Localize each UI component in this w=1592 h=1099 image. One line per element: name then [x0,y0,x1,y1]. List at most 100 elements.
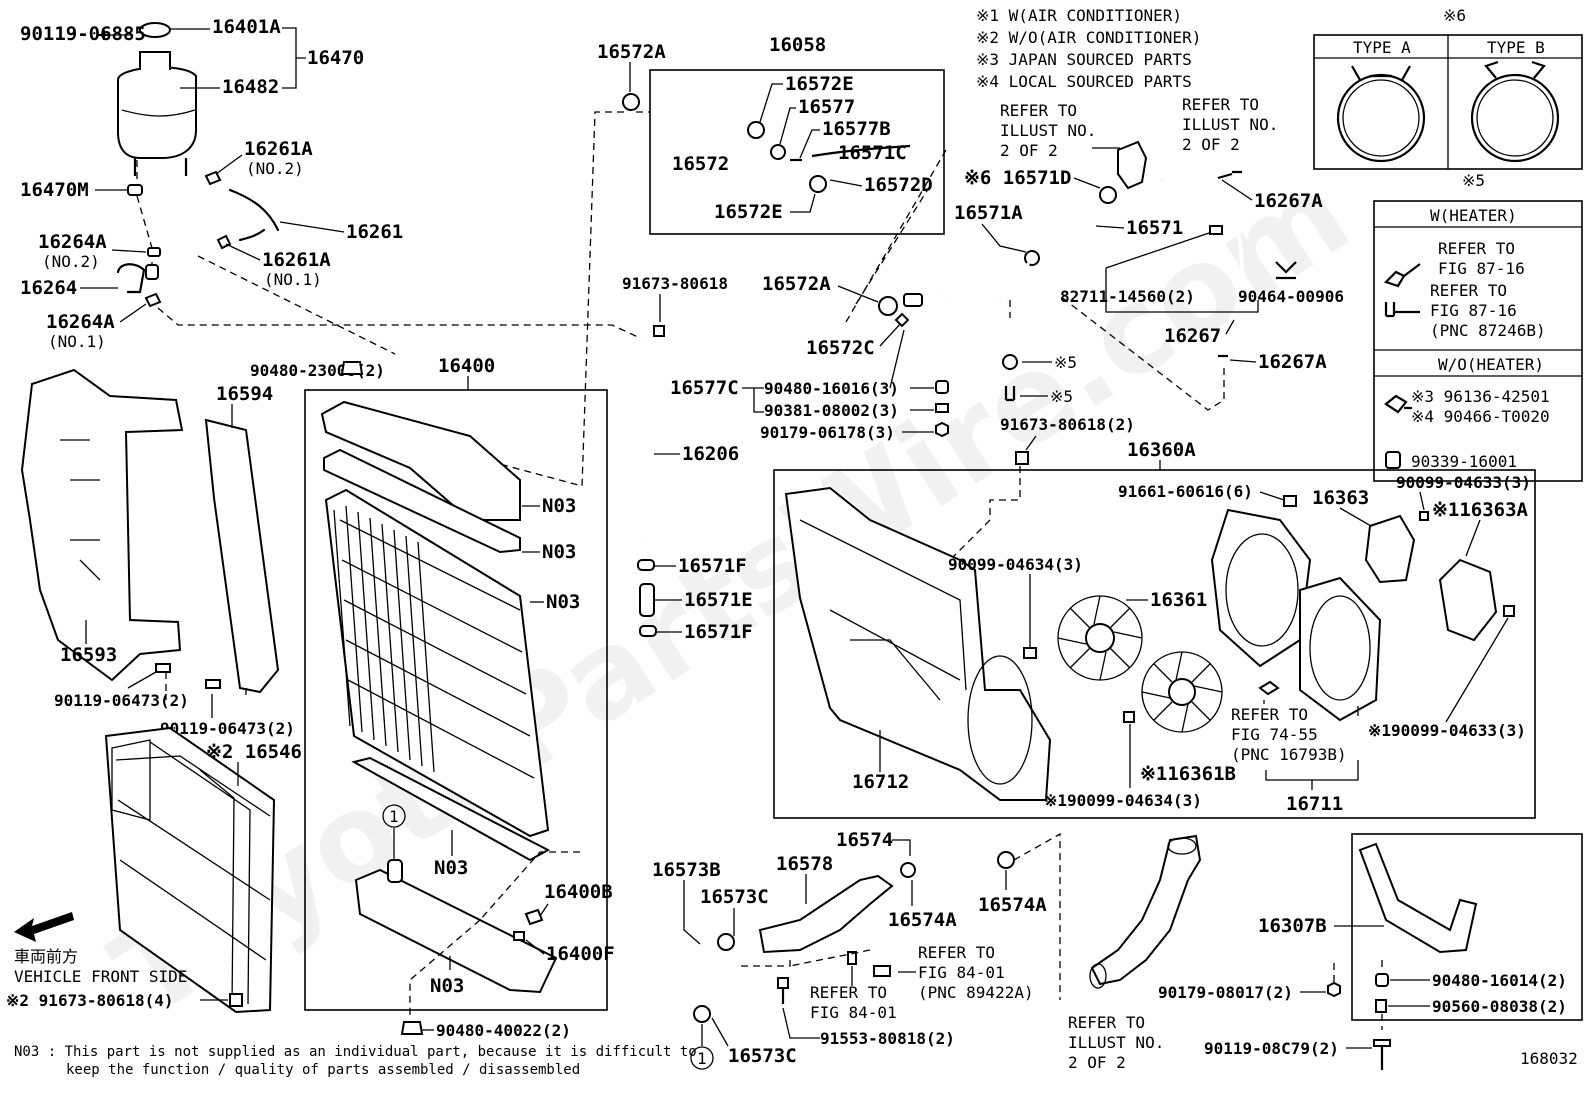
part-90119-06473-b: 90119-06473(2) [160,719,295,738]
w-heater-ref1-l1: REFER TO [1438,239,1515,258]
part-90099-04633-b: ※190099-04633(3) [1368,721,1526,740]
water-pipe-16578-icon [758,874,894,954]
ref-fig7455-l2: FIG 74-55 [1231,725,1318,744]
part-91673-80618-4: ※2 91673-80618(4) [6,991,174,1010]
clamp-type-a-icon [1336,73,1426,163]
reservoir-cap-icon [139,22,171,38]
ref-illust-1-l3: 2 OF 2 [1000,141,1058,160]
part-90464-00906: 90464-00906 [1238,287,1344,306]
vehicle-front-jp: 車両前方 [14,947,78,966]
clamp-type-box: ※6 TYPE A TYPE B [1313,6,1583,170]
part-16572D: 16572D [864,174,933,196]
w-heater-ref2-l3: (PNC 87246B) [1430,321,1546,340]
fan-16361B-icon [1141,651,1223,733]
part-90119-06473-a: 90119-06473(2) [54,691,189,710]
part-16572A-top: 16572A [597,41,666,63]
part-16267: 16267 [1164,325,1221,347]
lower-tank-icon [354,868,558,994]
side-seal-16594-icon [204,418,280,694]
fan-16361-icon [1057,595,1143,681]
type-box-mark: ※6 [1443,6,1466,25]
note-mark-5b: ※5 [1050,387,1073,406]
side-seal-16593-icon [20,368,184,682]
shroud-16711-a-icon [1210,508,1312,668]
heater-box: ※5 W(HEATER) REFER TO FIG 87-16 REFER TO… [1373,171,1583,482]
part-16264A-no1: 16264A [46,311,115,333]
clamp-16572A-top: 16572A [454,41,666,487]
ref-illust-3-l1: REFER TO [1068,1013,1145,1032]
wo-heater-part-2: ※4 90466-T0020 [1411,407,1550,426]
part-16267A-b: 16267A [1258,351,1327,373]
n03-label-a: N03 [542,495,576,517]
circle-ref-1b: 1 [697,1049,707,1068]
part-16571D: ※6 16571D [964,167,1071,189]
part-16261A-no1: 16261A [262,249,331,271]
part-16574A-b: 16574A [978,894,1047,916]
part-16571F-a: 16571F [678,555,747,577]
notes-block: ※1 W(AIR CONDITIONER) ※2 W/O(AIR CONDITI… [976,6,1201,91]
part-90099-04633-a: 90099-04633(3) [1396,473,1531,492]
ref-fig8401b-l2: FIG 84-01 [810,1003,897,1022]
part-16058: 16058 [769,34,826,56]
w-heater-ref2-l1: REFER TO [1430,281,1507,300]
part-16470: 16470 [307,47,364,69]
lower-hoses: 16574 16573B 16578 16573C 16574A 16574A … [652,829,1061,1070]
radiator-grille-16546: ※2 16546 ※2 91673-80618(4) [6,726,302,1014]
part-16363: 16363 [1312,487,1369,509]
part-16307B: 16307B [1258,915,1327,937]
part-16400B: 16400B [544,881,613,903]
part-16206: 16206 [682,443,739,465]
part-16577C: 16577C [670,377,739,399]
bolts-16577C: 16577C 90480-16016(3) 90381-08002(3) 901… [670,329,949,442]
figure-id: 168032 [1520,1049,1578,1068]
upper-tank-icon [320,400,521,521]
ref-fig7455-l1: REFER TO [1231,705,1308,724]
no2-note-b: (NO.2) [42,252,100,271]
part-16712: 16712 [852,771,909,793]
inlet-pipe-icon [1090,834,1202,986]
note-2: ※2 W/O(AIR CONDITIONER) [976,28,1201,47]
note-4: ※4 LOCAL SOURCED PARTS [976,72,1192,91]
ref-illust-2-l2: ILLUST NO. [1182,115,1278,134]
part-16360A: 16360A [1127,439,1196,461]
ref-fig7455-l3: (PNC 16793B) [1231,745,1347,764]
fan-motor-16363A-icon [1438,558,1498,642]
part-16571C: 16571C [838,142,907,164]
footer: N03 : This part is not supplied as an in… [14,1044,1578,1078]
part-16571: 16571 [1126,217,1183,239]
ref-illust-1-l1: REFER TO [1000,101,1077,120]
bracket-16307B-icon [1358,842,1478,954]
part-16571F-b: 16571F [684,621,753,643]
no1-note-b: (NO.1) [48,332,106,351]
ref-fig8401a-l1: REFER TO [918,943,995,962]
part-82711-14560: 82711-14560(2) [1060,287,1195,306]
part-16573C-b: 16573C [728,1045,797,1067]
side-shrouds: 16593 16594 90119-06473(2) 90119-06473(2… [20,368,295,738]
part-90179-08017: 90179-08017(2) [1158,983,1293,1002]
part-90381-08002: 90381-08002(3) [764,401,899,420]
part-90119-06885: 90119-06885 [20,23,146,45]
part-90119-08C79: 90119-08C79(2) [1204,1039,1339,1058]
part-16572E-a: 16572E [785,73,854,95]
part-16482: 16482 [222,76,279,98]
wo-heater-part-3: 90339-16001 [1411,452,1517,471]
part-16261A-no2: 16261A [244,138,313,160]
part-16361B: ※116361B [1140,763,1236,785]
part-90480-16016: 90480-16016(3) [764,379,899,398]
radiator-core-icon [324,488,550,838]
clamp-type-b-icon [1470,73,1560,163]
part-16361: 16361 [1150,589,1207,611]
circle-ref-1a: 1 [389,807,399,826]
part-16573B: 16573B [652,859,721,881]
type-b-label: TYPE B [1487,38,1545,57]
gasket-lower-icon [351,756,551,862]
w-heater-ref2-l2: FIG 87-16 [1430,301,1517,320]
hose-kit-box: 16058 16572E 16577 16577B 16572 16571C 1… [649,34,945,235]
vehicle-front-en: VEHICLE FRONT SIDE [14,967,187,986]
part-16572A-mid: 16572A [762,273,831,295]
part-16401A: 16401A [212,16,281,38]
note-1: ※1 W(AIR CONDITIONER) [976,6,1182,25]
ref-illust-2-l3: 2 OF 2 [1182,135,1240,154]
ref-illust-2-l1: REFER TO [1182,95,1259,114]
